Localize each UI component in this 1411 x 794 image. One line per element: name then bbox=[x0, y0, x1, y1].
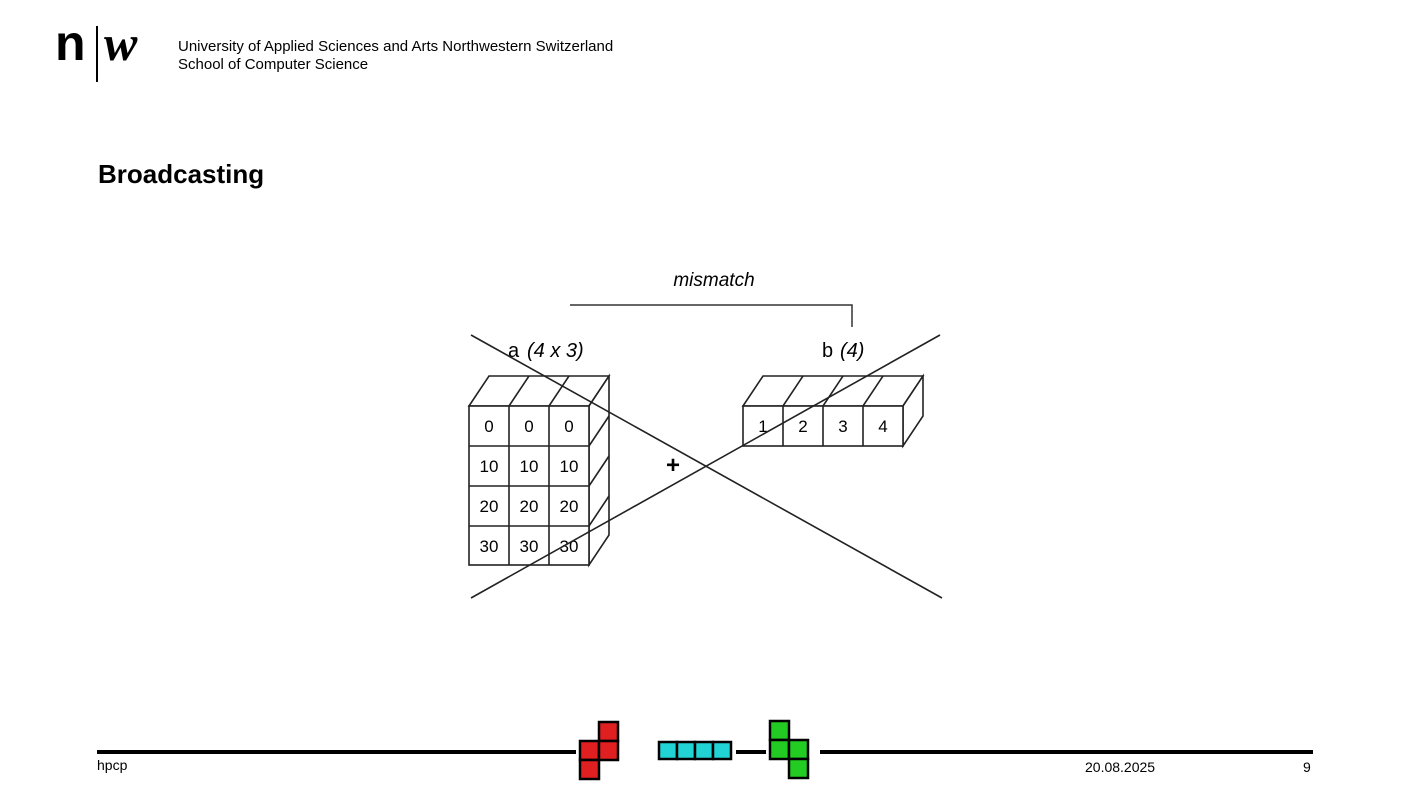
b-cell-1: 2 bbox=[798, 417, 807, 436]
cross-line-2 bbox=[470, 334, 941, 599]
footer-page-number: 9 bbox=[1303, 759, 1311, 775]
a-cell-3-1: 30 bbox=[520, 537, 539, 556]
a-cell-2-1: 20 bbox=[520, 497, 539, 516]
a-shape-label: (4 x 3) bbox=[527, 340, 584, 362]
institution-line-2: School of Computer Science bbox=[178, 56, 369, 73]
array-a bbox=[467, 373, 611, 568]
green-block-icon bbox=[768, 719, 810, 780]
a-cell-2-0: 20 bbox=[480, 497, 499, 516]
logo-w: w bbox=[104, 15, 138, 71]
b-cell-3: 4 bbox=[878, 417, 887, 436]
logo-n: n bbox=[55, 15, 86, 71]
b-label: b bbox=[822, 340, 833, 362]
a-cell-1-1: 10 bbox=[520, 457, 539, 476]
logo-divider bbox=[96, 26, 98, 82]
array-b bbox=[741, 373, 925, 449]
a-cell-2-2: 20 bbox=[560, 497, 579, 516]
a-cell-1-2: 10 bbox=[560, 457, 579, 476]
mismatch-label: mismatch bbox=[673, 270, 754, 291]
a-cell-0-2: 0 bbox=[564, 417, 573, 436]
b-shape-label: (4) bbox=[840, 340, 864, 362]
b-cell-2: 3 bbox=[838, 417, 847, 436]
institution-line-1: University of Applied Sciences and Arts … bbox=[178, 38, 614, 55]
footer-date: 20.08.2025 bbox=[1085, 759, 1156, 775]
slide-title: Broadcasting bbox=[98, 159, 265, 189]
a-cell-1-0: 10 bbox=[480, 457, 499, 476]
footer-course: hpcp bbox=[97, 757, 128, 773]
tetris-blocks-decoration bbox=[576, 712, 820, 784]
b-cell-0: 1 bbox=[758, 417, 767, 436]
a-cell-3-0: 30 bbox=[480, 537, 499, 556]
a-cell-0-0: 0 bbox=[484, 417, 493, 436]
a-cell-0-1: 0 bbox=[524, 417, 533, 436]
mismatch-bracket bbox=[570, 304, 853, 327]
a-cell-3-2: 30 bbox=[560, 537, 579, 556]
plus-sign: + bbox=[666, 452, 680, 479]
red-block-icon bbox=[578, 720, 620, 781]
institution-name: University of Applied Sciences and Arts … bbox=[178, 38, 613, 74]
cyan-block-icon bbox=[657, 740, 733, 761]
